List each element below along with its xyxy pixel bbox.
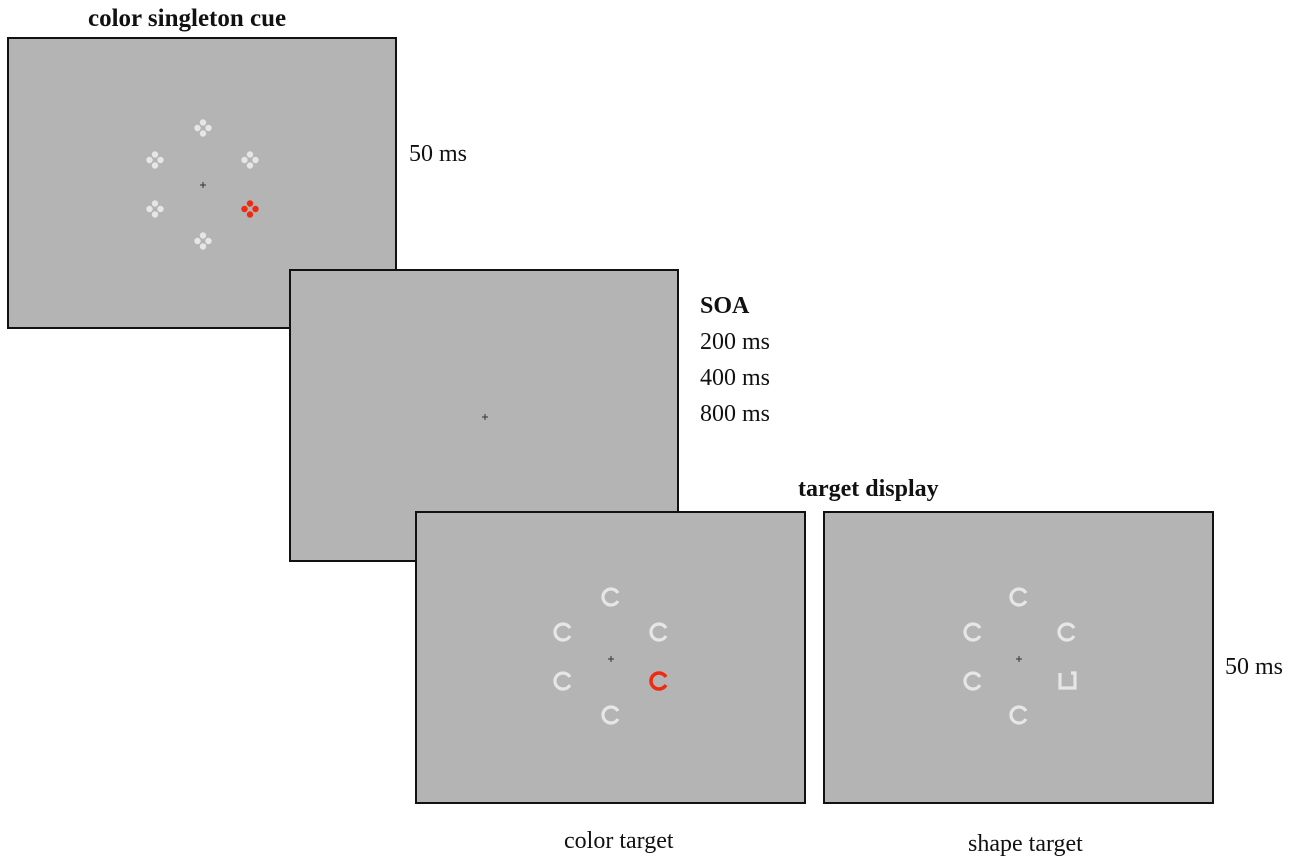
shape-target-caption: shape target [968, 831, 1083, 857]
c-shape-bottom [1009, 705, 1028, 725]
c-shape-lower-left [963, 671, 982, 691]
soa-display-graphic [482, 414, 488, 420]
square-shape-singleton [1058, 671, 1077, 690]
c-shape-upper-left [963, 622, 982, 642]
c-shape-upper-right [649, 622, 668, 642]
soa-value: 800 ms [700, 401, 771, 427]
cue-cluster-lower-left [146, 200, 164, 218]
cue-duration: 50 ms [409, 141, 468, 167]
cue-cluster-bottom [194, 232, 212, 250]
c-shape-upper-left [553, 622, 572, 642]
soa-title: SOA [700, 293, 750, 319]
fixation-cross [482, 414, 488, 420]
cue-cluster-singleton [241, 200, 259, 218]
cue-display-graphic [146, 119, 259, 250]
cue-cluster-top [194, 119, 212, 137]
c-shape-color-singleton [649, 671, 668, 691]
target-duration: 50 ms [1225, 654, 1284, 680]
soa-value: 400 ms [700, 365, 771, 391]
fixation-cross [200, 182, 206, 188]
color-target-graphic [553, 587, 668, 725]
cue-cluster-upper-left [146, 151, 164, 169]
cue-cluster-upper-right [241, 151, 259, 169]
cue-title: color singleton cue [88, 5, 287, 32]
soa-list: SOA 200 ms 400 ms 800 ms [700, 288, 770, 432]
color-target-caption: color target [564, 828, 674, 854]
c-shape-top [1009, 587, 1028, 607]
c-shape-bottom [601, 705, 620, 725]
c-shape-top [601, 587, 620, 607]
fixation-cross [608, 656, 614, 662]
c-shape-lower-left [553, 671, 572, 691]
cue-display-panel [7, 37, 397, 329]
fixation-cross [1016, 656, 1022, 662]
soa-value: 200 ms [700, 329, 771, 355]
shape-target-graphic [963, 587, 1077, 725]
shape-target-panel [823, 511, 1214, 804]
color-target-panel [415, 511, 806, 804]
target-title: target display [798, 476, 939, 502]
c-shape-upper-right [1057, 622, 1076, 642]
